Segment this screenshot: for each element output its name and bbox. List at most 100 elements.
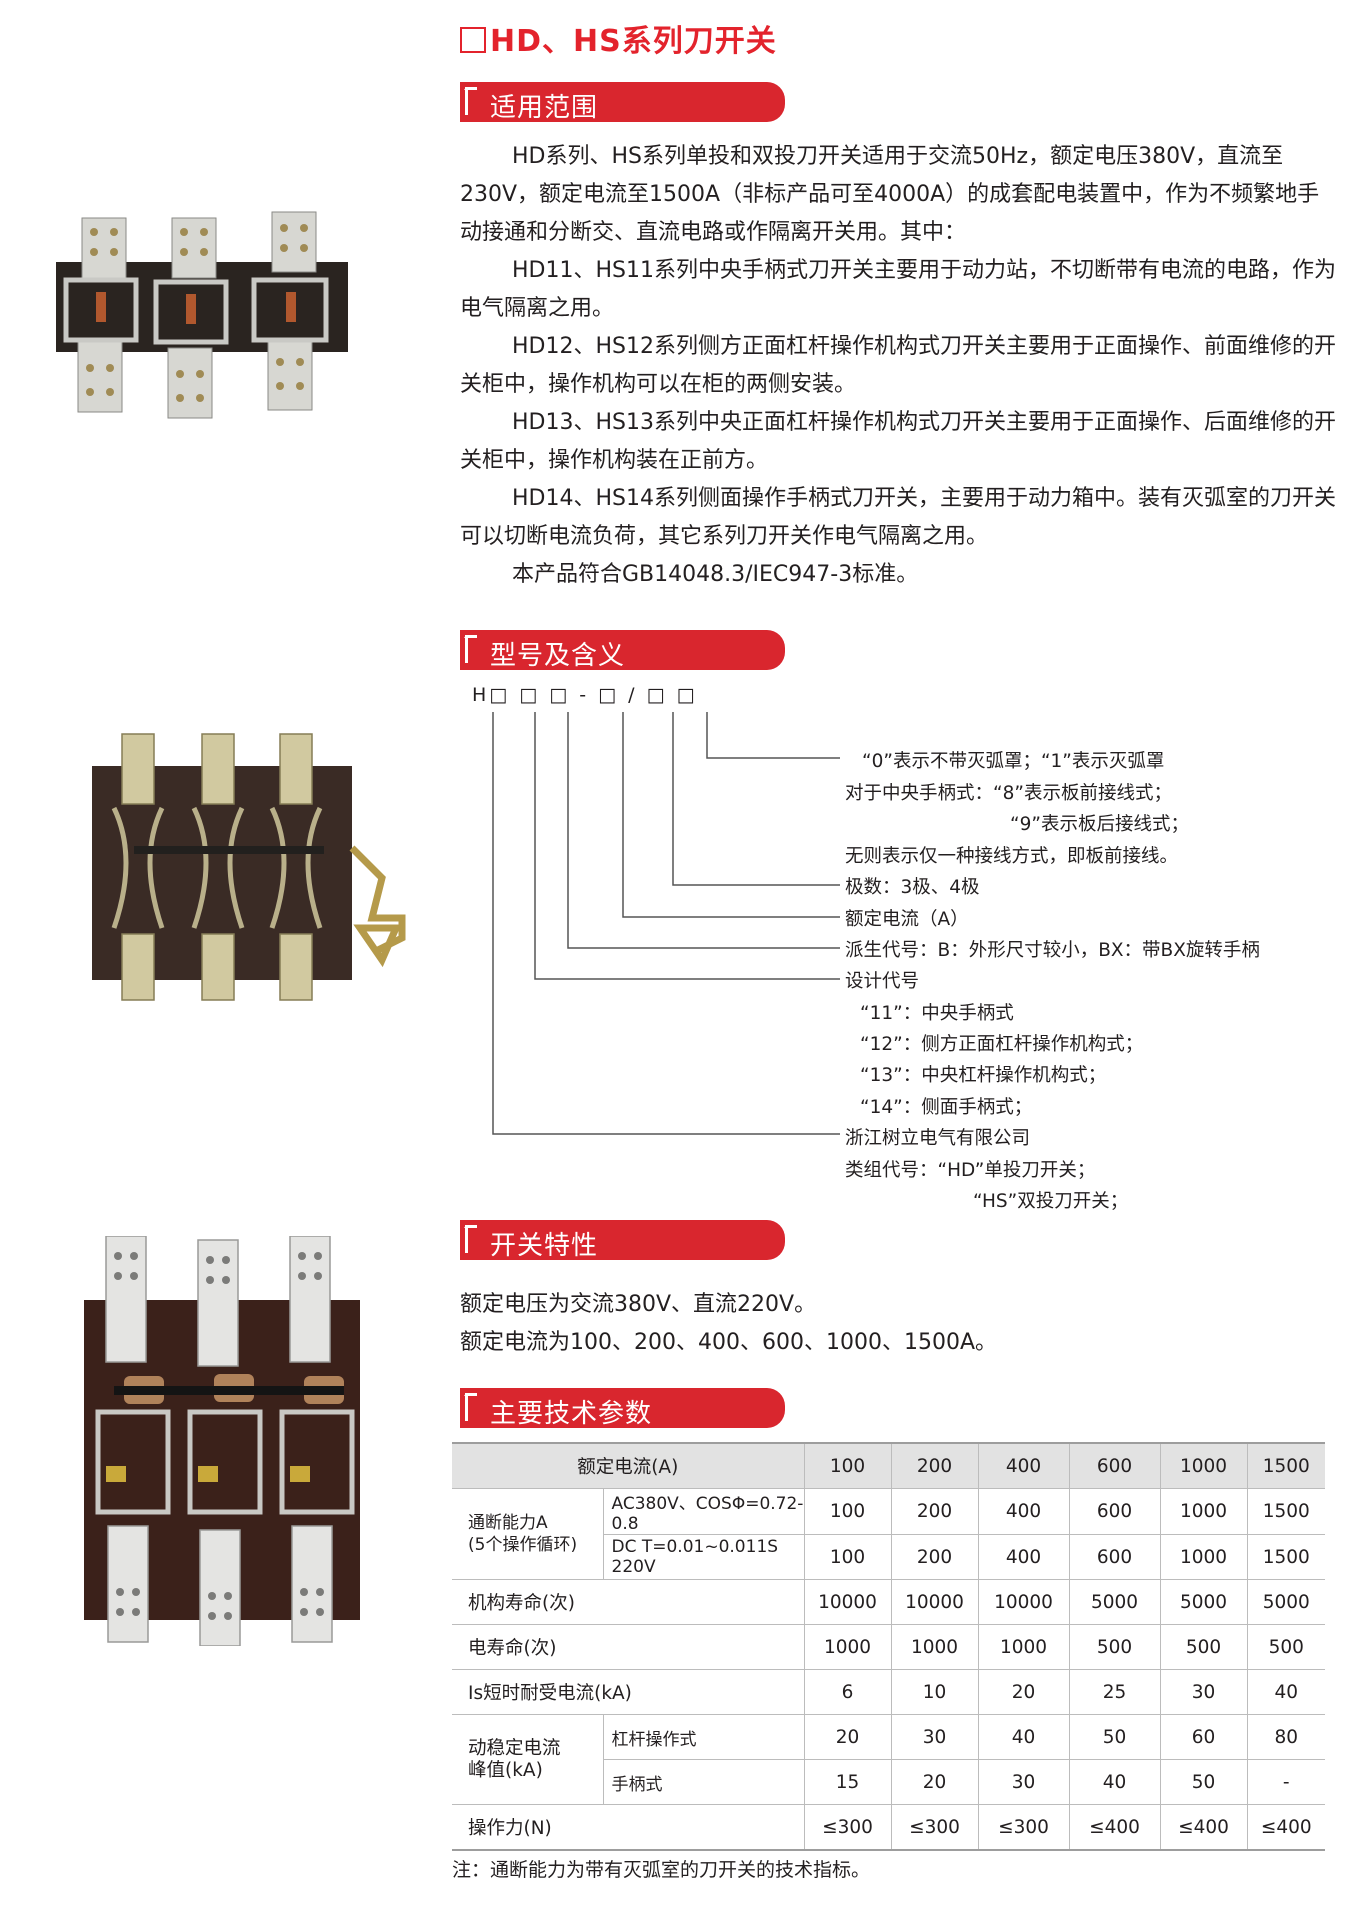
legend-item: “HS”双投刀开关；: [973, 1191, 1129, 1212]
square-icon: [460, 27, 486, 53]
table-cell: 100: [803, 1488, 891, 1535]
table-cell: 20: [803, 1714, 891, 1760]
legend-item: 额定电流（A）: [845, 909, 969, 930]
corner-mark-icon: [465, 1393, 477, 1421]
features-line: 额定电流为100、200、400、600、1000、1500A。: [460, 1330, 997, 1355]
table-row: 通断能力A (5个操作循环) AC380V、COSΦ=0.72-0.8 100 …: [452, 1488, 1325, 1580]
legend-item: 类组代号：“HD”单投刀开关；: [845, 1160, 1096, 1181]
table-cell: 40: [1246, 1669, 1325, 1715]
table-header-label: 额定电流(A): [452, 1442, 804, 1489]
table-cell: 1500: [1246, 1534, 1325, 1580]
applicable-paragraph: HD系列、HS系列单投和双投刀开关适用于交流50Hz，额定电压380V，直流至2…: [460, 144, 1320, 245]
table-row: Is短时耐受电流(kA) 6 10 20 25 30 40: [452, 1669, 1325, 1715]
table-note: 注：通断能力为带有灭弧室的刀开关的技术指标。: [452, 1859, 871, 1881]
table-cell: 400: [977, 1534, 1069, 1580]
params-table: 额定电流(A) 100 200 400 600 1000 1500 通断能力A …: [452, 1442, 1325, 1851]
section-header-applicable: 适用范围: [460, 82, 785, 123]
legend-item: “14”：侧面手柄式；: [860, 1097, 1033, 1118]
legend-item: 极数：3极、4极: [845, 877, 980, 898]
table-cell: 200: [890, 1442, 978, 1489]
section-header-model: 型号及含义: [460, 630, 785, 671]
table-cell: 100: [803, 1534, 891, 1580]
table-cell: 10000: [803, 1579, 891, 1625]
table-cell: 60: [1159, 1714, 1247, 1760]
table-cell: ≤400: [1068, 1804, 1160, 1851]
features-text: 额定电压为交流380V、直流220V。 额定电流为100、200、400、600…: [460, 1286, 1340, 1362]
table-header-row: 额定电流(A) 100 200 400 600 1000 1500: [452, 1442, 1325, 1489]
table-cell: 20: [977, 1669, 1069, 1715]
section-header-features: 开关特性: [460, 1220, 785, 1261]
table-cell: 1000: [1159, 1534, 1247, 1580]
table-cell: 600: [1068, 1442, 1160, 1489]
table-cell: 1500: [1246, 1488, 1325, 1535]
table-cell: 500: [1246, 1624, 1325, 1670]
model-code: H□ □ □ - □ / □ □: [472, 684, 698, 706]
table-cell: 500: [1159, 1624, 1247, 1670]
table-cell: 30: [890, 1714, 978, 1760]
table-cell: 50: [1159, 1759, 1247, 1805]
table-cell: 10000: [977, 1579, 1069, 1625]
table-cell: 10000: [890, 1579, 978, 1625]
product-photo-2: [92, 733, 406, 1001]
table-cell: 1000: [1159, 1488, 1247, 1535]
table-cell: ≤300: [890, 1804, 978, 1851]
table-cell: 5000: [1159, 1579, 1247, 1625]
row-sublabel: AC380V、COSΦ=0.72-0.8: [602, 1488, 804, 1535]
table-cell: 200: [890, 1534, 978, 1580]
table-cell: 200: [890, 1488, 978, 1535]
corner-mark-icon: [465, 635, 477, 663]
corner-mark-icon: [465, 87, 477, 115]
table-cell: 50: [1068, 1714, 1160, 1760]
applicable-paragraph: HD14、HS14系列侧面操作手柄式刀开关，主要用于动力箱中。装有灭弧室的刀开关…: [460, 486, 1336, 549]
table-cell: 80: [1246, 1714, 1325, 1760]
table-cell: 600: [1068, 1534, 1160, 1580]
applicable-text: HD系列、HS系列单投和双投刀开关适用于交流50Hz，额定电压380V，直流至2…: [460, 138, 1340, 594]
table-cell: 30: [977, 1759, 1069, 1805]
legend-item: “12”：侧方正面杠杆操作机构式；: [860, 1034, 1144, 1055]
table-row: 电寿命(次) 1000 1000 1000 500 500 500: [452, 1624, 1325, 1670]
table-cell: 5000: [1068, 1579, 1160, 1625]
applicable-paragraph: 本产品符合GB14048.3/IEC947-3标准。: [512, 562, 919, 587]
row-label-elec-life: 电寿命(次): [452, 1624, 804, 1670]
table-cell: 1000: [1159, 1442, 1247, 1489]
legend-item: “9”表示板后接线式；: [1010, 814, 1189, 835]
row-label-breaking: 通断能力A (5个操作循环): [452, 1488, 603, 1580]
row-label-mech-life: 机构寿命(次): [452, 1579, 804, 1625]
table-row: 手柄式 15 20 30 40 50 -: [452, 1759, 1325, 1805]
table-cell: ≤400: [1246, 1804, 1325, 1851]
table-cell: 20: [890, 1759, 978, 1805]
table-cell: 100: [803, 1442, 891, 1489]
table-cell: 400: [977, 1488, 1069, 1535]
page-title: HD、HS系列刀开关: [460, 16, 777, 60]
legend-item: 浙江树立电气有限公司: [845, 1128, 1031, 1149]
row-label-dynamic: 动稳定电流 峰值(kA): [452, 1714, 603, 1805]
legend-item: “13”：中央杠杆操作机构式；: [860, 1065, 1107, 1086]
row-sublabel: 手柄式: [602, 1759, 804, 1805]
table-cell: 6: [803, 1669, 891, 1715]
legend-item: “0”表示不带灭弧罩；“1”表示灭弧罩: [862, 751, 1165, 772]
legend-item: 对于中央手柄式：“8”表示板前接线式；: [845, 783, 1172, 804]
table-cell: -: [1246, 1759, 1325, 1805]
table-row: DC T=0.01~0.011S 220V 100 200 400 600 10…: [452, 1534, 1325, 1580]
table-cell: ≤400: [1159, 1804, 1247, 1851]
legend-item: “11”：中央手柄式: [860, 1003, 1014, 1024]
table-row: 操作力(N) ≤300 ≤300 ≤300 ≤400 ≤400 ≤400: [452, 1804, 1325, 1851]
applicable-paragraph: HD12、HS12系列侧方正面杠杆操作机构式刀开关主要用于正面操作、前面维修的开…: [460, 334, 1336, 397]
legend-item: 无则表示仅一种接线方式，即板前接线。: [845, 846, 1179, 867]
legend-item: 设计代号: [845, 971, 920, 992]
row-sublabel: DC T=0.01~0.011S 220V: [602, 1534, 804, 1580]
table-cell: 40: [1068, 1759, 1160, 1805]
corner-mark-icon: [465, 1225, 477, 1253]
table-cell: 1000: [803, 1624, 891, 1670]
legend-item: 派生代号：B：外形尺寸较小，BX：带BX旋转手柄: [845, 940, 1260, 961]
row-label-force: 操作力(N): [452, 1804, 804, 1851]
table-cell: 500: [1068, 1624, 1160, 1670]
product-photo-3: [84, 1236, 360, 1646]
applicable-paragraph: HD11、HS11系列中央手柄式刀开关主要用于动力站，不切断带有电流的电路，作为…: [460, 258, 1336, 321]
table-cell: 1000: [977, 1624, 1069, 1670]
table-cell: 1500: [1246, 1442, 1325, 1489]
table-cell: 30: [1159, 1669, 1247, 1715]
table-row: 动稳定电流 峰值(kA) 杠杆操作式 20 30 40 50 60 80: [452, 1714, 1325, 1805]
table-cell: 40: [977, 1714, 1069, 1760]
